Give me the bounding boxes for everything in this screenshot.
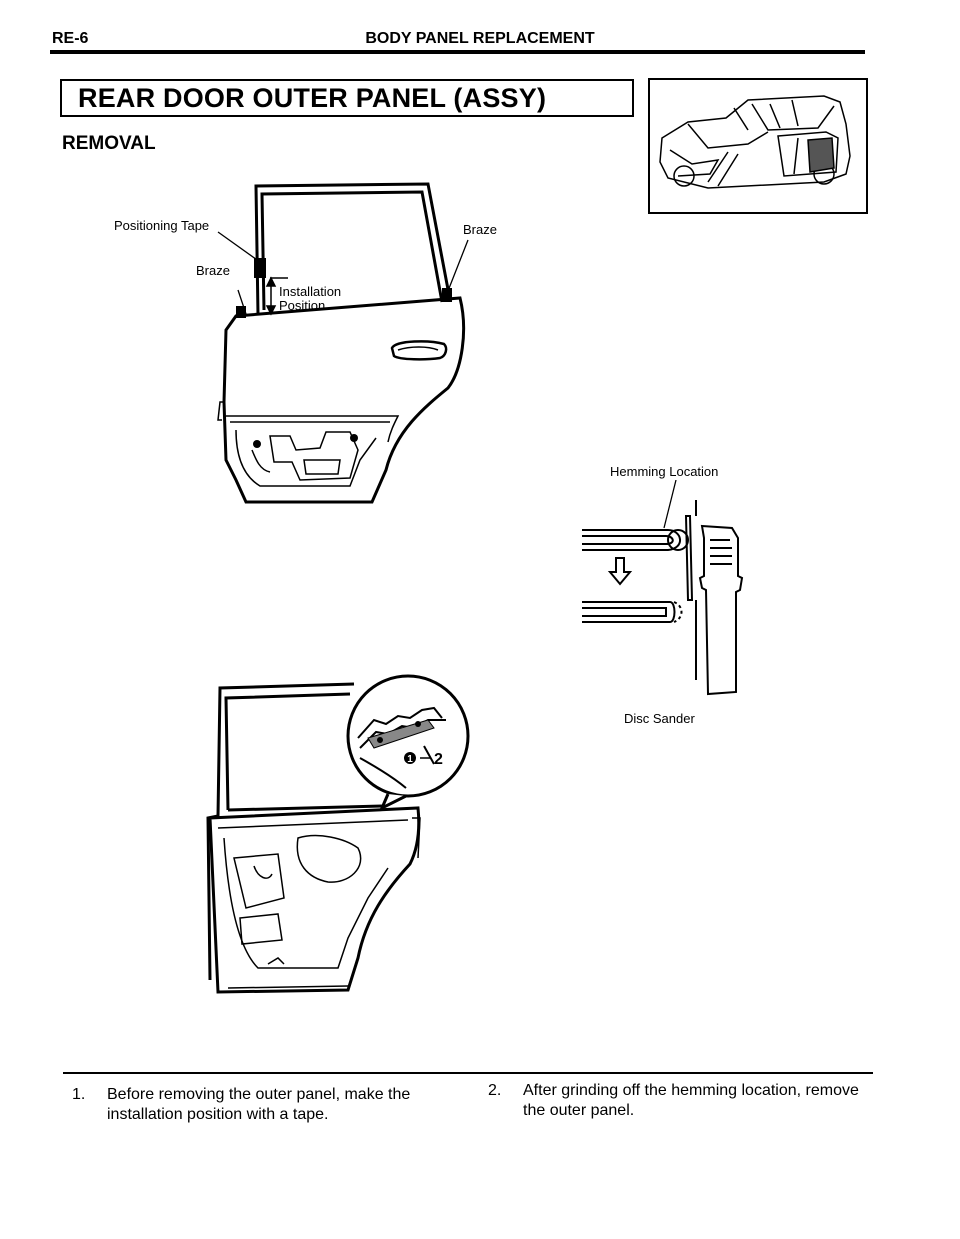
braze-left-label: Braze: [196, 263, 230, 278]
door-installation-diagram: [217, 182, 469, 504]
title-box: [60, 79, 634, 117]
page-code: RE-6: [52, 30, 89, 47]
positioning-tape-label: Positioning Tape: [114, 218, 210, 233]
step-1-number: 1.: [72, 1086, 86, 1103]
disc-sander-label: Disc Sander: [624, 711, 695, 726]
step-2-text-line2: the outer panel.: [523, 1102, 635, 1119]
hemming-location-label: Hemming Location: [610, 464, 719, 479]
section-header-title: BODY PANEL REPLACEMENT: [365, 30, 595, 47]
callout-marker-1: 1: [407, 754, 413, 765]
highlighted-rear-door: [807, 137, 835, 173]
callout-marker-2: 2: [434, 751, 443, 768]
installation-position-label-line1: Installation: [279, 284, 342, 299]
step-1-text-line1: Before removing the outer panel, make th…: [107, 1086, 411, 1103]
installation-position-label-line2: Position: [279, 298, 326, 313]
step-1-text-line2: installation position with a tape.: [107, 1106, 329, 1123]
header-divider: [50, 50, 865, 54]
step-1: 1. Before removing the outer panel, make…: [72, 1085, 452, 1129]
step-2-number: 2.: [488, 1082, 502, 1099]
section-heading: REMOVAL: [62, 133, 156, 154]
door-removal-detail-diagram: 1 2: [206, 674, 470, 994]
step-2: 2. After grinding off the hemming locati…: [488, 1081, 888, 1125]
vehicle-body-thumbnail: [648, 78, 868, 214]
braze-right-label: Braze: [463, 222, 497, 237]
footer-divider: [63, 1072, 873, 1074]
hemming-disc-sander-diagram: [582, 480, 744, 696]
page-title: REAR DOOR OUTER PANEL (ASSY): [78, 83, 547, 113]
step-2-text-line1: After grinding off the hemming location,…: [523, 1082, 859, 1099]
